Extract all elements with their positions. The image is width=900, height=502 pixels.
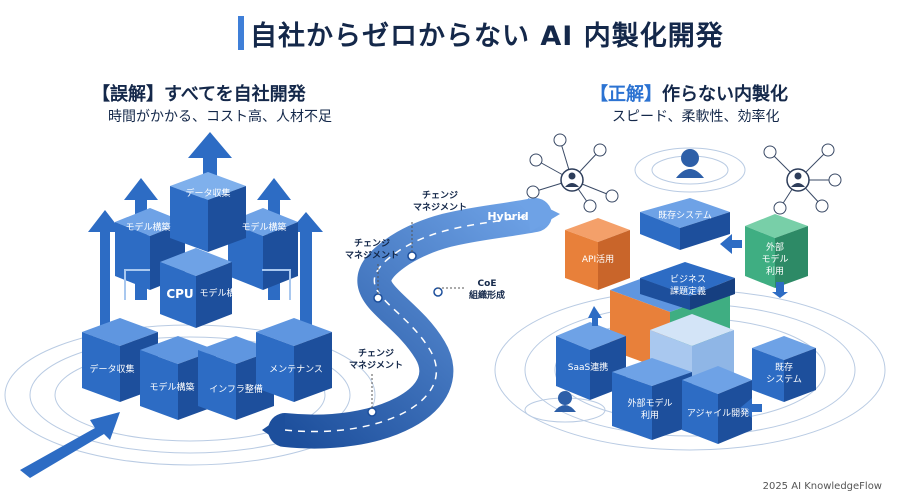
road-arrow-icon — [20, 412, 120, 478]
cube-center — [160, 248, 232, 328]
hybrid-label: Hybrid — [487, 210, 528, 223]
piece-api: API活用 — [582, 253, 614, 265]
piece-existing-right-2: システム — [766, 374, 802, 385]
footer-credit: 2025 AI KnowledgeFlow — [762, 481, 882, 492]
block-label-bottom-right: メンテナンス — [269, 364, 323, 375]
small-user-icons — [526, 133, 842, 215]
change-mid-line1: チェンジ — [354, 238, 390, 249]
title-accent-bar — [238, 16, 244, 50]
piece-business-2: 課題定義 — [670, 285, 706, 297]
change-top-line2: マネジメント — [413, 202, 467, 213]
block-label-bottom-mid-left: モデル構築 — [149, 381, 194, 393]
piece-existing-right-1: 既存 — [775, 361, 793, 373]
block-label-center: CPU — [166, 287, 193, 301]
piece-saas: SaaS連携 — [568, 361, 608, 373]
change-bottom-line1: チェンジ — [358, 348, 394, 359]
piece-external-top-3: 利用 — [766, 265, 784, 277]
block-label-top: データ収集 — [185, 187, 230, 199]
cube-bottom-right — [256, 318, 332, 402]
piece-external-top-2: モデル — [761, 253, 788, 265]
left-block-labels: データ収集 モデル構築 モデル構築 CPU モデル構築 データ収集 モデル構築 … — [89, 187, 322, 395]
cube-top — [170, 172, 246, 252]
piece-external-bottom-1: 外部モデル — [627, 397, 672, 409]
block-label-bottom-left: データ収集 — [89, 363, 134, 375]
piece-external-top-1: 外部 — [766, 241, 784, 253]
change-mid-line2: マネジメント — [345, 250, 399, 261]
hybrid-road: Hybrid — [262, 198, 560, 449]
left-heading: 【誤解】すべてを自社開発 — [92, 84, 306, 105]
piece-external-bottom-2: 利用 — [641, 409, 659, 421]
block-label-upper-right: モデル構築 — [241, 221, 286, 233]
road-labels: チェンジ マネジメント チェンジ マネジメント CoE 組織形成 チェンジ マネ… — [345, 190, 505, 371]
piece-existing-top: 既存システム — [658, 209, 712, 221]
puzzle-assembly — [556, 198, 816, 444]
puzzle-labels: API活用 既存システム 外部 モデル 利用 ビジネス 課題定義 SaaS連携 … — [568, 209, 802, 421]
piece-agile: アジャイル開発 — [687, 407, 749, 419]
block-label-upper-left: モデル構築 — [125, 221, 170, 233]
piece-business-1: ビジネス — [670, 274, 706, 285]
change-bottom-line2: マネジメント — [349, 360, 403, 371]
left-cube-stack — [82, 172, 332, 420]
user-icon — [554, 149, 810, 412]
coe-line1: CoE — [478, 279, 497, 289]
right-heading-bracket: 【正解】 — [590, 84, 662, 105]
coe-line2: 組織形成 — [469, 289, 505, 301]
right-heading: 【正解】作らない内製化 — [590, 80, 788, 106]
left-subheading: 時間がかかる、コスト高、人材不足 — [108, 109, 332, 125]
block-label-center-right: モデル構築 — [199, 287, 244, 299]
right-subheading: スピード、柔軟性、効率化 — [612, 109, 780, 125]
page-title: 自社からゼロからない AI 内製化開発 — [250, 21, 724, 52]
block-label-bottom-mid: インフラ整備 — [209, 383, 263, 395]
change-top-line1: チェンジ — [422, 190, 458, 201]
right-heading-text: 作らない内製化 — [662, 84, 788, 105]
